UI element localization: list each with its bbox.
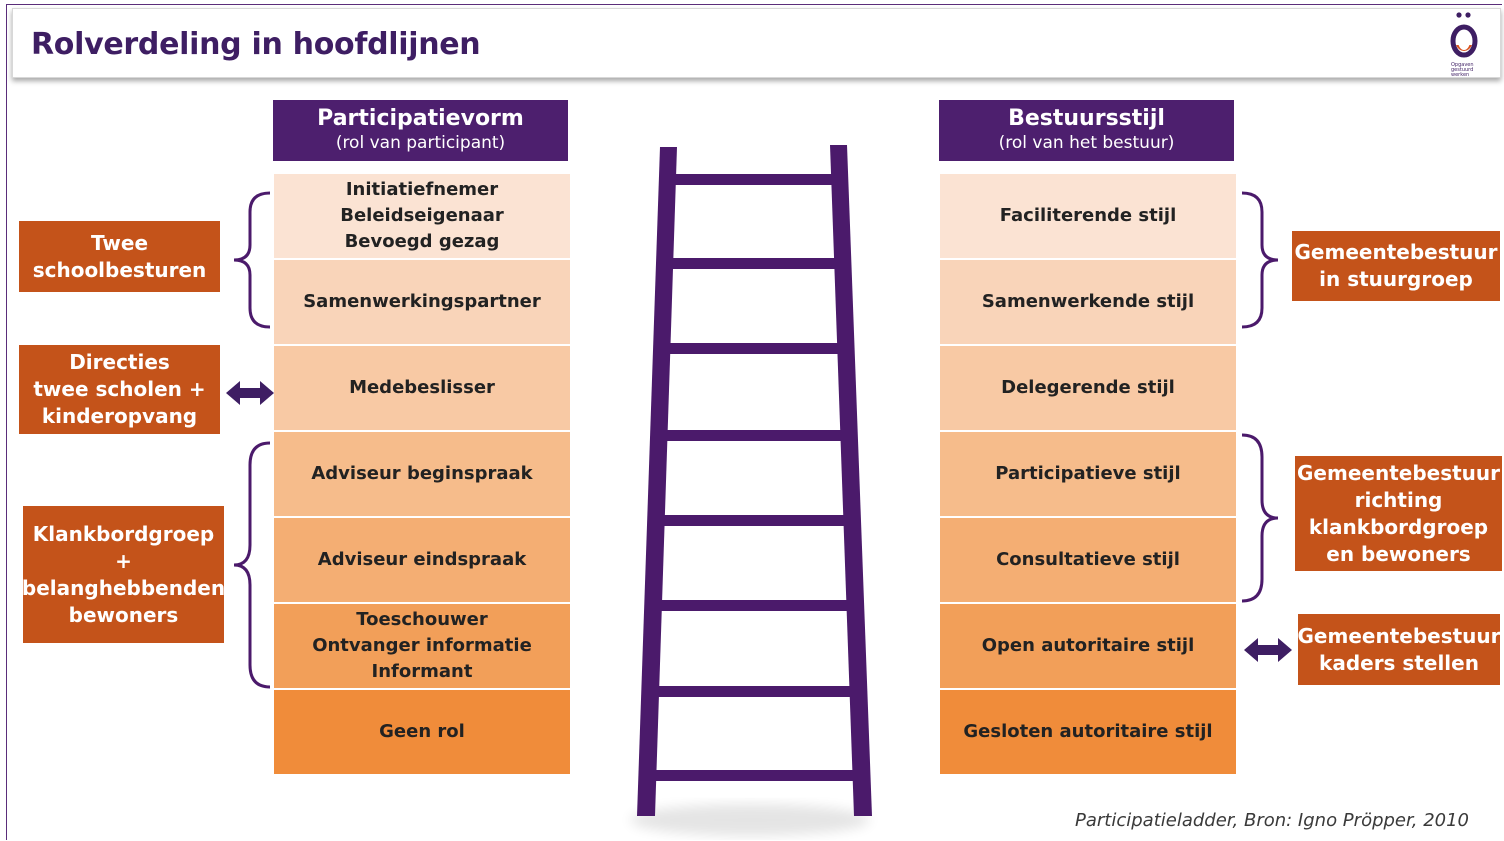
left-box-directies: Directies twee scholen + kinderopvang <box>19 345 220 434</box>
left-double-arrow-icon <box>226 381 274 405</box>
left-brace-1 <box>233 191 271 329</box>
right-cell-3: Delegerende stijl <box>940 346 1236 430</box>
right-cell-5: Consultatieve stijl <box>940 518 1236 602</box>
right-column-header: Bestuursstijl (rol van het bestuur) <box>939 100 1234 161</box>
left-cell-7: Geen rol <box>274 690 570 774</box>
right-box-stuurgroep: Gemeentebestuur in stuurgroep <box>1292 231 1500 301</box>
left-cell-1: Initiatiefnemer Beleidseigenaar Bevoegd … <box>274 174 570 258</box>
ladder-graphic <box>630 145 872 836</box>
right-box-klankbordgroep: Gemeentebestuur richting klankbordgroep … <box>1295 456 1502 571</box>
page-title: Rolverdeling in hoofdlijnen <box>31 27 481 62</box>
left-cell-4: Adviseur beginspraak <box>274 432 570 516</box>
right-cell-2: Samenwerkende stijl <box>940 260 1236 344</box>
title-bar: Rolverdeling in hoofdlijnen Opgaven gest… <box>12 8 1501 78</box>
left-cell-2: Samenwerkingspartner <box>274 260 570 344</box>
right-cell-1: Faciliterende stijl <box>940 174 1236 258</box>
right-box-kaders: Gemeentebestuur kaders stellen <box>1298 614 1501 685</box>
right-header-title: Bestuursstijl <box>1008 106 1165 131</box>
right-double-arrow-icon <box>1244 638 1292 662</box>
source-caption: Participatieladder, Bron: Igno Pröpper, … <box>1075 810 1470 831</box>
left-cell-5: Adviseur eindspraak <box>274 518 570 602</box>
logo-text: Opgaven gestuurd werken <box>1451 62 1474 78</box>
left-cell-3: Medebeslisser <box>274 346 570 430</box>
left-header-subtitle: (rol van participant) <box>335 133 506 153</box>
left-column-header: Participatievorm (rol van participant) <box>273 100 568 161</box>
right-cell-6: Open autoritaire stijl <box>940 604 1236 688</box>
right-cell-4: Participatieve stijl <box>940 432 1236 516</box>
left-box-klankbordgroep: Klankbordgroep + belanghebbenden bewoner… <box>22 506 225 643</box>
right-brace-1 <box>1241 191 1279 329</box>
left-cell-6: Toeschouwer Ontvanger informatie Informa… <box>274 604 570 688</box>
logo-icon <box>1450 12 1478 58</box>
left-brace-2 <box>233 441 271 689</box>
right-cell-7: Gesloten autoritaire stijl <box>940 690 1236 774</box>
left-header-title: Participatievorm <box>317 106 524 131</box>
slide-frame <box>6 4 1502 840</box>
right-header-subtitle: (rol van het bestuur) <box>998 133 1175 153</box>
left-box-schoolbesturen: Twee schoolbesturen <box>19 221 220 292</box>
right-brace-2 <box>1241 433 1279 603</box>
